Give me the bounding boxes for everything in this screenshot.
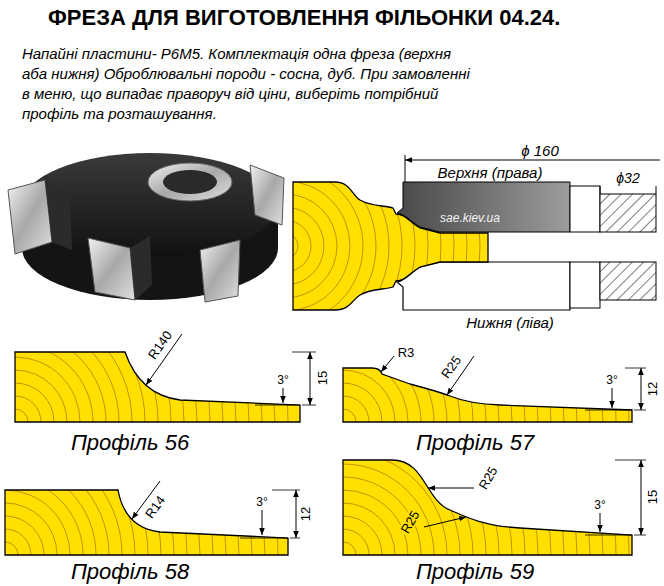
- profile-caption: Профіль 56: [71, 432, 189, 454]
- leader-line: [600, 513, 601, 532]
- extension-line: [302, 405, 316, 406]
- profile-caption: Профіль 57: [416, 432, 534, 454]
- profile-caption: Профіль 59: [416, 561, 534, 583]
- radius-label: R140: [146, 329, 174, 362]
- dimension-line: [310, 352, 311, 405]
- leader-line: [428, 488, 474, 489]
- extension-line: [585, 410, 632, 411]
- dimension-label: ϕ 160: [521, 143, 559, 158]
- extension-line: [634, 410, 646, 411]
- leader-line: [262, 510, 263, 535]
- extension-line: [292, 352, 316, 353]
- dimension-line: [296, 490, 297, 538]
- profile-caption: Профіль 58: [71, 561, 189, 583]
- extension-line: [615, 460, 646, 461]
- angle-label: 3°: [594, 499, 605, 511]
- extension-line: [240, 538, 288, 539]
- leader-line: [424, 517, 466, 527]
- angle-label: 3°: [606, 374, 617, 386]
- leader-line: [612, 388, 613, 408]
- dimension-line: [641, 368, 642, 410]
- radius-label: R25: [476, 464, 499, 491]
- dimension-label: 12: [646, 382, 659, 396]
- extension-line: [634, 535, 646, 536]
- angle-label: 3°: [277, 374, 288, 386]
- extension-line: [625, 368, 646, 369]
- dimension-line: [641, 460, 642, 535]
- note-text: Напайні пластини- Р6М5. Комплектація одн…: [22, 44, 477, 124]
- cutter-photo: [8, 153, 284, 302]
- title: ФРЕЗА ДЛЯ ВИГОТОВЛЕННЯ ФІЛЬОНКИ 04.24.: [48, 6, 560, 30]
- extension-line: [585, 535, 632, 536]
- dimension-label: 12: [299, 507, 312, 521]
- radius-label: R14: [143, 494, 168, 521]
- extension-line: [290, 538, 300, 539]
- view-label: Нижня (ліва): [466, 315, 554, 330]
- view-label: Верхня (права): [438, 165, 543, 180]
- angle-label: 3°: [256, 496, 267, 508]
- extension-line: [255, 405, 300, 406]
- leader-line: [283, 388, 284, 403]
- dimension-lines: [132, 334, 646, 538]
- radius-label: R3: [398, 346, 415, 359]
- dimension-label: 15: [316, 371, 329, 385]
- dimension-label: 15: [646, 490, 659, 504]
- leader-line: [381, 356, 394, 372]
- watermark: sae.kiev.ua: [440, 212, 500, 224]
- extension-line: [272, 490, 300, 491]
- dimension-label: ϕ32: [616, 171, 639, 185]
